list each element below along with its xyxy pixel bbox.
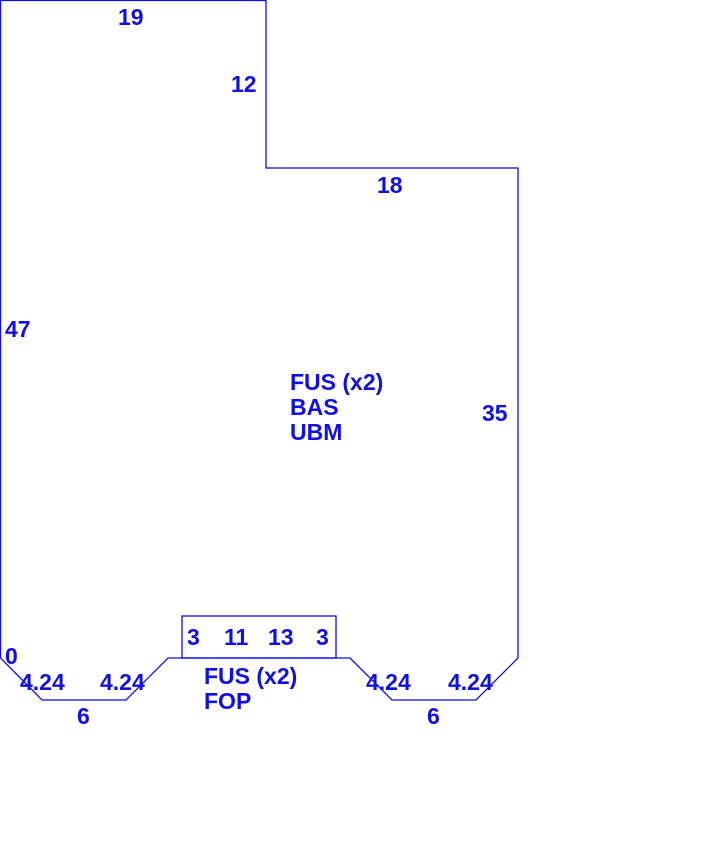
main-area-label-3: UBM	[290, 419, 342, 445]
dim-porch-top-b: 13	[268, 624, 294, 650]
dim-right: 35	[482, 400, 508, 426]
porch-outline	[181, 615, 337, 659]
dim-right-chamfer-a: 4.24	[366, 669, 411, 695]
dim-right-bottom: 6	[427, 703, 440, 729]
dim-porch-top-a: 11	[224, 624, 249, 650]
dim-left-bottom: 6	[77, 703, 90, 729]
dim-corner: 0	[5, 643, 18, 669]
main-area-label-2: BAS	[290, 394, 339, 420]
dim-porch-right: 3	[316, 624, 329, 650]
porch-area-label-2: FOP	[204, 688, 251, 714]
dim-left-chamfer-a: 4.24	[20, 669, 65, 695]
dim-left: 47	[5, 316, 31, 342]
dim-right-chamfer-b: 4.24	[448, 669, 493, 695]
dim-left-chamfer-b: 4.24	[100, 669, 145, 695]
dim-step-vertical: 12	[231, 71, 257, 97]
dim-top: 19	[118, 4, 144, 30]
dim-porch-left: 3	[187, 624, 200, 650]
porch-area-label-1: FUS (x2)	[204, 663, 297, 689]
main-outline	[0, 0, 519, 701]
dim-step-horizontal: 18	[377, 172, 403, 198]
main-area-label-1: FUS (x2)	[290, 369, 383, 395]
